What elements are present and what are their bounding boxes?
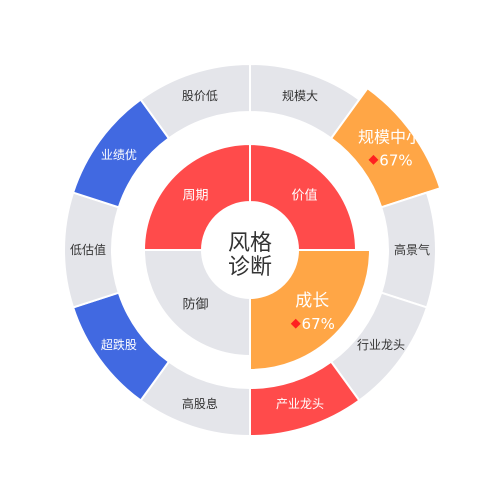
inner-segment-2[interactable] (142, 249, 251, 358)
inner-label-1: 成长 (295, 291, 329, 311)
outer-label-3: 行业龙头 (357, 338, 405, 352)
outer-label-5: 高股息 (182, 396, 218, 411)
outer-segment-1[interactable] (329, 86, 442, 209)
center-label: 风格 诊断 (228, 231, 272, 280)
outer-label-8: 业绩优 (101, 148, 137, 162)
outer-segment-9[interactable] (139, 62, 251, 140)
outer-label-1: 规模中小 (358, 127, 422, 146)
outer-percent-1: 67% (379, 151, 412, 169)
inner-marker-icon-1 (290, 318, 301, 329)
inner-segment-3[interactable] (142, 142, 251, 251)
outer-label-0: 规模大 (282, 88, 318, 103)
inner-segment-1[interactable] (249, 249, 372, 372)
inner-label-2: 防御 (183, 296, 209, 312)
outer-label-6: 超跌股 (101, 337, 137, 352)
outer-label-2: 高景气 (394, 242, 430, 257)
center-label-line2: 诊断 (228, 255, 272, 280)
outer-marker-icon-1 (368, 154, 379, 165)
outer-label-9: 股价低 (182, 89, 218, 103)
outer-label-7: 低估值 (70, 242, 106, 257)
inner-label-0: 价值 (291, 188, 317, 204)
inner-label-3: 周期 (183, 189, 209, 204)
center-label-line1: 风格 (228, 231, 272, 256)
outer-label-4: 产业龙头 (276, 397, 324, 411)
inner-segment-0[interactable] (249, 142, 358, 251)
inner-percent-1: 67% (302, 315, 335, 333)
